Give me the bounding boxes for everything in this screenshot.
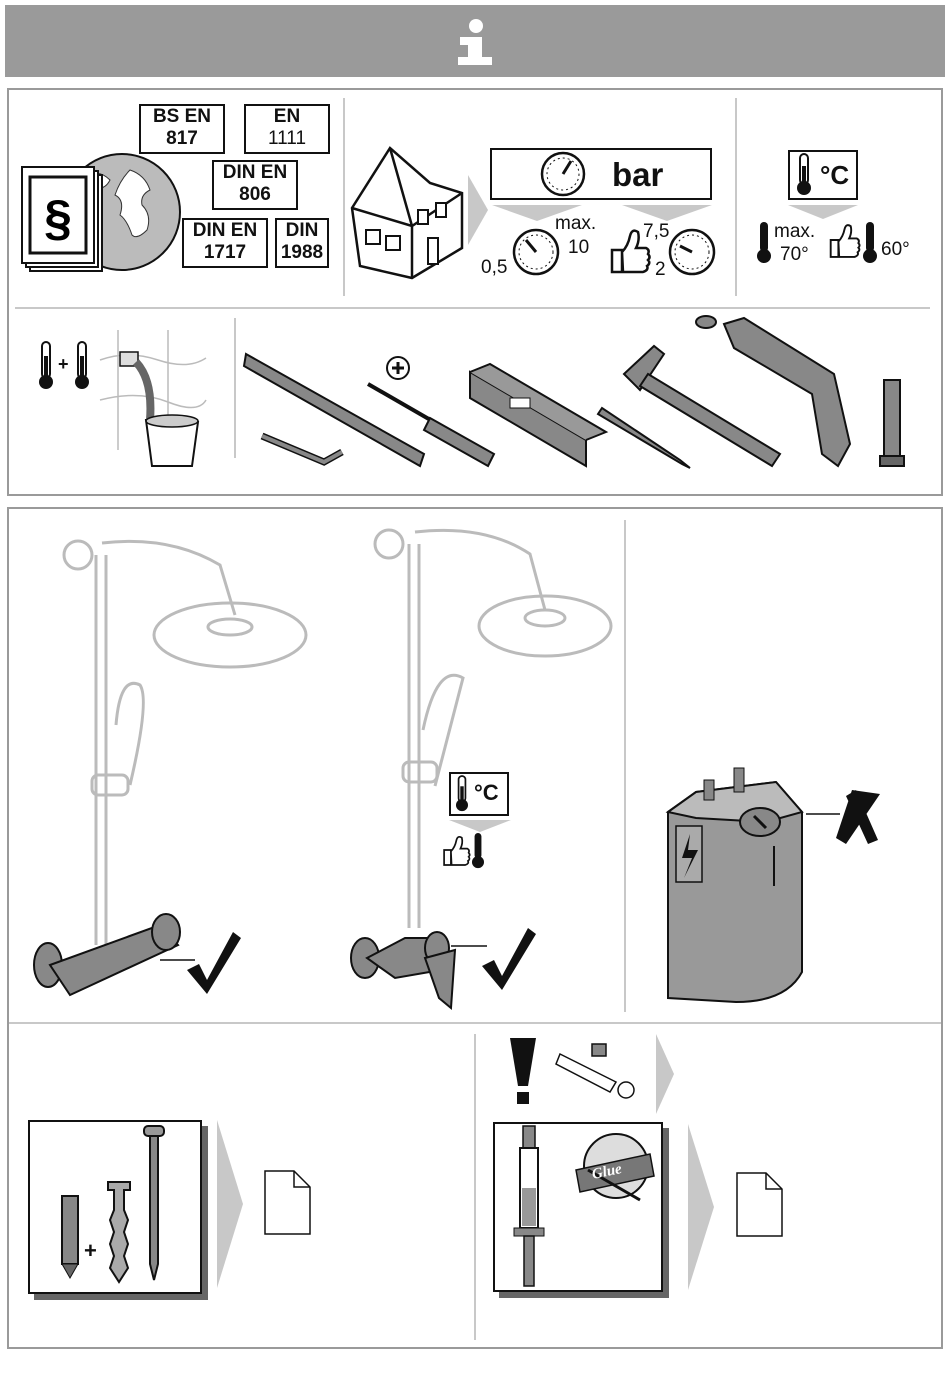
- gauge-recommended-icon: [668, 228, 716, 276]
- divider: [474, 1034, 476, 1340]
- temperature-unit: °C: [820, 160, 849, 191]
- pressure-box: [490, 148, 712, 200]
- divider: [343, 98, 345, 296]
- drill-icon: [696, 316, 850, 466]
- thumbs-up-icon: [440, 832, 470, 868]
- regulations-book-icon: §: [22, 165, 106, 273]
- down-arrow-icon: [492, 205, 712, 223]
- svg-text:§: §: [44, 190, 72, 246]
- allen-key-icon: [262, 436, 342, 462]
- thermometer-icon: [74, 342, 90, 390]
- thermometer-icon: [455, 776, 469, 812]
- divider: [624, 520, 626, 1012]
- check-icon: [185, 930, 241, 996]
- pressure-max-label: max.: [555, 214, 596, 234]
- divider: [15, 307, 930, 309]
- drill-bit-icon: [58, 1196, 82, 1280]
- document-icon: [736, 1172, 784, 1238]
- plus-sign: +: [84, 1238, 97, 1264]
- drill-bit-icon: [880, 380, 904, 466]
- anchor-bolt-icon: [556, 1040, 640, 1102]
- info-icon: [450, 17, 502, 67]
- spirit-level-icon: [470, 364, 606, 466]
- down-arrow-icon: [788, 205, 858, 219]
- hammer-icon: [624, 346, 780, 466]
- document-icon: [264, 1170, 312, 1236]
- gauge-min-icon: [512, 228, 560, 276]
- warning-exclamation-icon: [508, 1038, 538, 1104]
- info-header: [5, 5, 945, 77]
- thermostatic-shower-icon: [30, 525, 320, 1015]
- plus-sign: +: [58, 354, 69, 375]
- arrow-right-icon: [656, 1034, 674, 1114]
- thermometer-icon: [471, 833, 485, 869]
- temperature-unit: °C: [474, 780, 499, 806]
- screw-icon: [142, 1124, 166, 1284]
- arrow-right-icon: [468, 175, 488, 245]
- pressure-unit: bar: [612, 156, 663, 194]
- flush-bucket-icon: [98, 330, 208, 470]
- thermometer-icon: [796, 154, 812, 196]
- pressure-min: 0,5: [481, 258, 507, 278]
- check-icon: [480, 926, 536, 992]
- temperature-recommended: 60°: [881, 240, 910, 260]
- cross-icon: [806, 788, 882, 846]
- pressure-rec-high: 7,5: [643, 222, 669, 242]
- temperature-max-value: 70°: [780, 245, 809, 265]
- arrow-right-icon: [688, 1124, 714, 1290]
- house-icon: [350, 148, 466, 282]
- wall-plug-icon: [104, 1180, 134, 1284]
- pressure-rec-low: 2: [655, 260, 666, 280]
- thermometer-icon: [756, 222, 772, 264]
- divider: [234, 318, 236, 458]
- tools-illustration: [244, 314, 924, 474]
- pencil-icon: [598, 408, 690, 468]
- down-arrow-icon: [449, 820, 511, 832]
- water-heater-icon: [666, 762, 806, 1006]
- thermometer-icon: [38, 342, 54, 390]
- divider: [9, 1022, 941, 1024]
- arrow-right-icon: [217, 1120, 243, 1288]
- pressure-gauge-icon: [540, 151, 586, 197]
- temperature-max-label: max.: [774, 222, 815, 242]
- thumbs-up-icon: [826, 220, 860, 260]
- thermometer-icon: [862, 222, 878, 264]
- syringe-icon: [514, 1126, 544, 1288]
- divider: [735, 98, 737, 296]
- pressure-max-value: 10: [568, 238, 589, 258]
